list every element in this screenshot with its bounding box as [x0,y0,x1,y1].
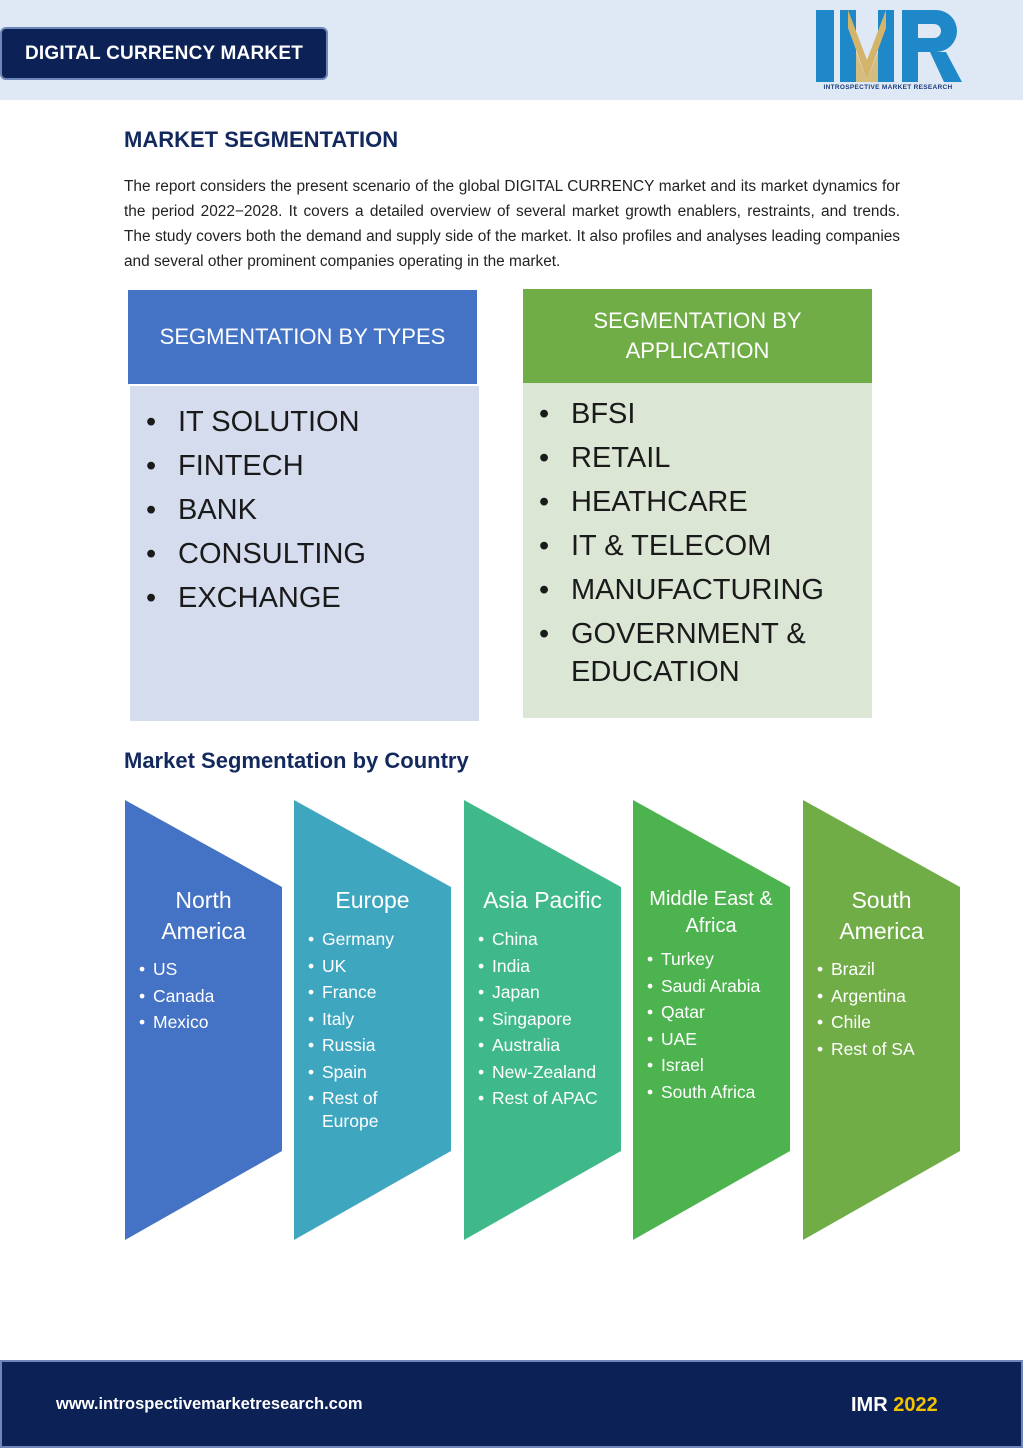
country-item: UAE [647,1028,787,1051]
region-title: North America [161,887,246,944]
country-item: Germany [308,928,448,951]
logo-caption: INTROSPECTIVE MARKET RESEARCH [823,84,953,91]
country-item: Canada [139,985,279,1008]
country-item: Rest of APAC [478,1087,618,1110]
region-country-list: China India Japan Singapore Australia Ne… [478,928,618,1114]
region-country-list: US Canada Mexico [139,958,279,1038]
country-item: US [139,958,279,981]
country-item: Qatar [647,1001,787,1024]
country-item: Australia [478,1034,618,1057]
country-item: Israel [647,1054,787,1077]
types-item: BANK [146,488,479,532]
country-item: Spain [308,1061,448,1084]
report-title-badge: DIGITAL CURRENCY MARKET [0,27,328,80]
region-title: Asia Pacific [483,887,602,913]
country-item: Rest of Europe [308,1087,388,1133]
footer-brand-name: IMR [851,1394,888,1416]
region-country-list: Brazil Argentina Chile Rest of SA [817,958,957,1064]
logo-letter-r [902,10,962,82]
country-item: Mexico [139,1011,279,1034]
footer-website-link[interactable]: www.introspectivemarketresearch.com [56,1395,363,1413]
region-title: Europe [335,887,410,913]
country-item: Chile [817,1011,957,1034]
types-header: SEGMENTATION BY TYPES [128,290,477,384]
country-item: Saudi Arabia [647,975,787,998]
footer-brand: IMR 2022 [851,1394,938,1417]
region-south-america: South America Brazil Argentina Chile Res… [803,800,960,1240]
country-item: Singapore [478,1008,618,1031]
application-item: BFSI [539,395,872,433]
region-middle-east-africa: Middle East & Africa Turkey Saudi Arabia… [633,800,790,1240]
types-item: EXCHANGE [146,576,479,620]
country-item: France [308,981,448,1004]
application-body: BFSI RETAIL HEATHCARE IT & TELECOM MANUF… [523,383,872,718]
types-item: FINTECH [146,444,479,488]
region-title: Middle East & Africa [649,888,773,937]
country-item: Italy [308,1008,448,1031]
country-item: South Africa [647,1081,787,1104]
country-item: Japan [478,981,618,1004]
types-item: IT SOLUTION [146,400,479,444]
country-item: New-Zealand [478,1061,618,1084]
region-country-list: Germany UK France Italy Russia Spain Res… [308,928,448,1137]
application-item: RETAIL [539,439,872,477]
types-body: IT SOLUTION FINTECH BANK CONSULTING EXCH… [130,386,479,721]
country-item: Turkey [647,948,787,971]
country-section-title: Market Segmentation by Country [124,748,469,773]
country-item: China [478,928,618,951]
country-item: Rest of SA [817,1038,957,1061]
footer-year: 2022 [893,1394,938,1416]
country-item: India [478,955,618,978]
section-title: MARKET SEGMENTATION [124,127,399,152]
country-item: Argentina [817,985,957,1008]
region-north-america: North America US Canada Mexico [125,800,282,1240]
region-country-list: Turkey Saudi Arabia Qatar UAE Israel Sou… [647,948,787,1107]
application-header: SEGMENTATION BY APPLICATION [523,289,872,383]
country-item: UK [308,955,448,978]
country-item: Brazil [817,958,957,981]
application-item: IT & TELECOM [539,527,872,565]
logo-letter-i [816,10,834,82]
footer: www.introspectivemarketresearch.com IMR … [0,1360,1023,1448]
application-item: HEATHCARE [539,483,872,521]
types-item: CONSULTING [146,532,479,576]
intro-paragraph: The report considers the present scenari… [124,178,900,270]
types-list: IT SOLUTION FINTECH BANK CONSULTING EXCH… [130,386,479,620]
imr-logo [816,10,962,82]
country-item: Russia [308,1034,448,1057]
application-list: BFSI RETAIL HEATHCARE IT & TELECOM MANUF… [523,383,872,691]
application-item: MANUFACTURING [539,571,872,609]
region-title: South America [839,887,924,944]
application-item: GOVERNMENT & EDUCATION [539,615,872,691]
region-asia-pacific: Asia Pacific China India Japan Singapore… [464,800,621,1240]
logo-letter-m [840,10,894,82]
region-europe: Europe Germany UK France Italy Russia Sp… [294,800,451,1240]
